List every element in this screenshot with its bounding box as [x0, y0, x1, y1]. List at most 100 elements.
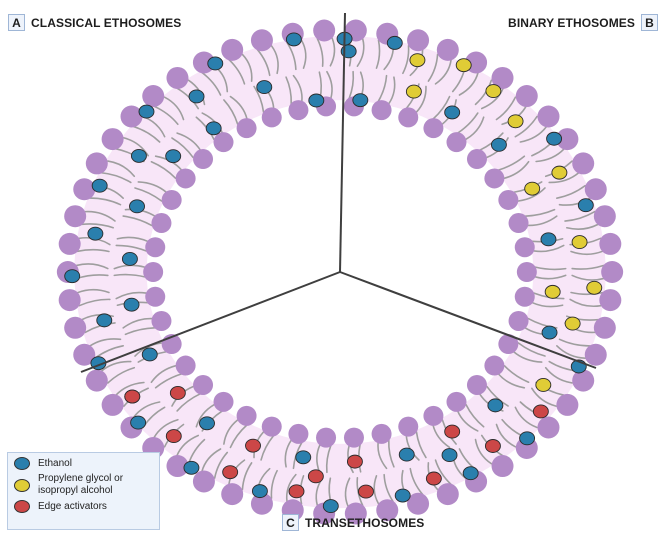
lipid-head-inner: [193, 374, 214, 395]
lipid-tail-outer: [76, 248, 110, 253]
ethanol-molecule: [540, 232, 557, 247]
lipid-tail-outer: [81, 223, 114, 229]
section-dividers: [80, 12, 597, 373]
lipid-tail-outer: [570, 291, 604, 296]
lipid-head-inner: [498, 189, 519, 210]
lipid-tail-inner: [229, 424, 248, 449]
lipid-head-outer: [599, 289, 622, 312]
lipid-tail-outer: [571, 274, 605, 281]
lipid-head-outer: [515, 85, 538, 108]
lipid-tail-inner: [292, 74, 303, 103]
lipid-tail-outer: [100, 171, 132, 184]
edge-swatch-icon: [14, 500, 30, 513]
edge-activator-molecule: [165, 429, 182, 444]
lipid-tail-outer: [383, 473, 394, 503]
lipid-head-inner: [288, 100, 309, 121]
lipid-head-outer: [101, 393, 124, 416]
lipid-tail-outer: [286, 41, 297, 71]
divider-line-1: [339, 12, 346, 273]
glycol-molecule: [507, 114, 524, 129]
legend-item-edge: Edge activators: [14, 500, 153, 513]
lipid-head-inner: [466, 149, 487, 170]
lipid-tail-outer: [474, 438, 493, 465]
lipid-tail-outer: [375, 39, 381, 69]
letter-box-a: A: [8, 14, 25, 31]
lipid-tail-outer: [535, 147, 565, 163]
lipid-tail-inner: [527, 215, 558, 227]
lipid-tail-outer: [270, 45, 279, 75]
lipid-head-inner: [446, 132, 467, 153]
lipid-tail-outer: [84, 210, 116, 222]
edge-activator-molecule: [346, 454, 363, 469]
lipid-bilayer-ring: [56, 19, 624, 525]
lipid-head-outer: [142, 85, 165, 108]
lipid-head-outer: [593, 316, 616, 339]
lipid-tail-outer: [270, 469, 278, 499]
ethanol-swatch-icon: [14, 457, 30, 470]
lipid-tail-inner: [465, 116, 485, 141]
legend-text-glycol: Propylene glycol or isopropyl alcohol: [38, 473, 123, 497]
lipid-head-inner: [151, 213, 172, 234]
label-transethosomes: C TRANSETHOSOMES: [282, 514, 424, 531]
lipid-head-outer: [85, 369, 108, 392]
lipid-tail-outer: [89, 338, 122, 347]
lipid-head-outer: [537, 416, 560, 439]
lipid-head-inner: [151, 310, 172, 331]
lipid-head-outer: [64, 205, 87, 228]
title-classical: CLASSICAL ETHOSOMES: [31, 15, 182, 30]
lipid-head-outer: [192, 470, 215, 493]
lipid-head-inner: [213, 132, 234, 153]
lipid-head-inner: [423, 118, 444, 139]
ethanol-molecule: [308, 93, 325, 108]
ethanol-molecule: [352, 93, 369, 108]
lipid-tail-outer: [241, 462, 253, 491]
lipid-tail-inner: [176, 392, 202, 412]
lipid-head-outer: [436, 483, 459, 506]
lipid-head-outer: [593, 205, 616, 228]
lipid-tail-inner: [325, 444, 332, 474]
lipid-head-outer: [491, 66, 514, 89]
lipid-head-inner: [498, 334, 519, 355]
lipid-tail-outer: [175, 434, 200, 457]
lipid-tail-outer: [163, 96, 185, 121]
ethanol-molecule: [444, 105, 461, 120]
lipid-head-outer: [407, 29, 430, 52]
lipid-head-outer: [376, 499, 399, 522]
glycol-molecule: [571, 235, 588, 250]
ethanol-molecule: [462, 466, 479, 481]
divider-line-3: [339, 271, 597, 369]
lipid-tail-inner: [176, 132, 202, 152]
lipid-tail-inner: [432, 424, 451, 449]
lipid-head-outer: [491, 455, 514, 478]
lipid-tail-inner: [171, 137, 194, 159]
lipid-tail-inner: [415, 85, 427, 113]
lipid-tail-inner: [503, 365, 530, 384]
lipid-head-outer: [572, 369, 595, 392]
lipid-tail-inner: [497, 373, 526, 389]
lipid-tail-outer: [107, 366, 136, 384]
label-binary-ethosomes: BINARY ETHOSOMES B: [508, 14, 658, 31]
lipid-head-inner: [371, 100, 392, 121]
lipid-head-outer: [556, 393, 579, 416]
edge-activator-molecule: [444, 424, 461, 439]
ethanol-molecule: [91, 178, 108, 193]
divider-line-2: [80, 271, 341, 373]
ethanol-molecule: [141, 347, 158, 362]
lipid-head-outer: [166, 66, 189, 89]
edge-activator-molecule: [532, 404, 549, 419]
lipid-head-inner: [261, 107, 282, 128]
lipid-tail-outer: [373, 475, 380, 505]
letter-box-c: C: [282, 514, 299, 531]
label-classical-ethosomes: A CLASSICAL ETHOSOMES: [8, 14, 181, 31]
lipid-head-outer: [73, 343, 96, 366]
lipid-tail-outer: [548, 171, 580, 184]
lipid-head-inner: [213, 391, 234, 412]
legend-text-ethanol: Ethanol: [38, 457, 72, 469]
lipid-tail-outer: [256, 48, 271, 77]
lipid-tail-outer: [78, 298, 111, 307]
lipid-tail-outer: [123, 137, 149, 157]
lipid-head-outer: [58, 232, 81, 255]
lipid-tail-outer: [316, 37, 324, 67]
lipid-tail-inner: [432, 95, 451, 120]
lipid-tail-inner: [534, 266, 567, 271]
